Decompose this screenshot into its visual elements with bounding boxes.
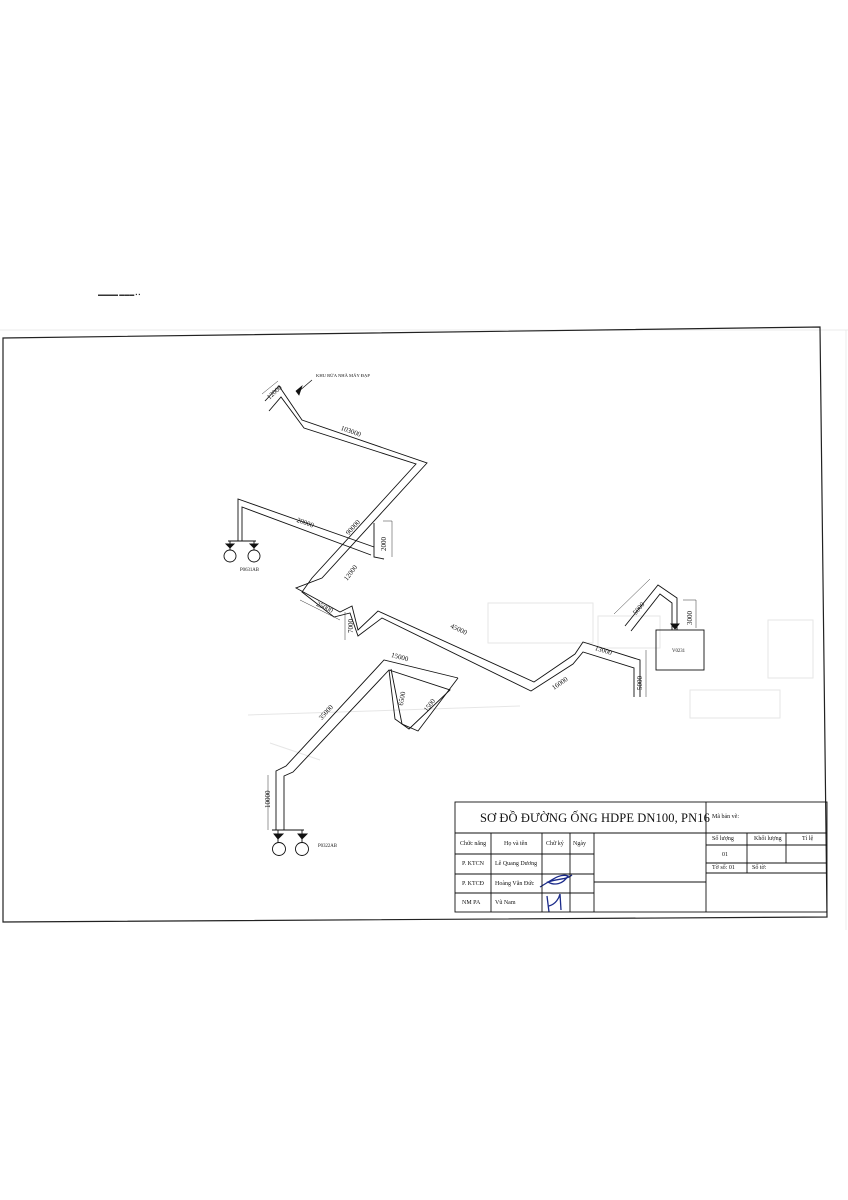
- pipe-lower-outer: [275, 659, 459, 830]
- quantity-value: 01: [722, 852, 728, 858]
- header-function: Chức năng: [460, 841, 487, 847]
- dim-7000: 7000: [347, 619, 355, 633]
- row-name-vu-nam: Vũ Nam: [495, 900, 516, 906]
- show-through-marks: [247, 602, 814, 761]
- row-role-nm-pa: NM PA: [462, 900, 481, 906]
- pipe-v0231-inner: [630, 593, 673, 632]
- weight-label: Khối lượng: [754, 836, 782, 842]
- pump-p0631-a: [223, 549, 237, 563]
- dimension-lines: [261, 380, 697, 830]
- label-washing-area: KHU RỬA NHÀ MÁY ĐẠP: [316, 373, 370, 378]
- title-block-grid: [454, 801, 828, 913]
- label-p0631ab: P0631AB: [240, 568, 259, 573]
- signatures: [539, 874, 573, 913]
- row-name-hoang-van-duc: Hoàng Văn Đức: [495, 881, 535, 887]
- pipe-lower-inner: [283, 669, 451, 830]
- dim-5000-vertical: 5000: [636, 676, 644, 690]
- sheet-number-label: Tờ số: 01: [712, 865, 735, 871]
- pipe-lower-loop: [390, 668, 459, 732]
- tank-v0231: [655, 623, 705, 671]
- pipe-main-outer: [264, 385, 641, 697]
- header-date: Ngày: [573, 841, 586, 847]
- outlet-arrow: [295, 379, 313, 396]
- row-name-le-quang-duong: Lê Quang Dương: [495, 861, 538, 867]
- pump-p0631-b: [247, 549, 261, 563]
- header-signature: Chữ ký: [546, 841, 564, 847]
- pipe-branch-20000-outer: [237, 498, 375, 548]
- pump-p0322-a: [272, 842, 286, 856]
- row-role-ktcd: P. KTCĐ: [462, 881, 485, 887]
- header-name: Họ và tên: [504, 841, 528, 847]
- total-sheets-label: Số tờ:: [752, 865, 767, 871]
- signature-hoang-van-duc: [539, 874, 573, 888]
- quantity-label: Số lượng: [712, 836, 734, 842]
- dim-10000: 10000: [264, 790, 272, 809]
- pump-group-p0322: [272, 829, 309, 856]
- dim-3000: 3000: [686, 611, 694, 625]
- signature-vu-nam: [546, 893, 562, 913]
- pipe-branch-20000-inner: [241, 506, 372, 556]
- drawing-code-label: Mã bản vẽ:: [712, 814, 739, 820]
- drawing-title: SƠ ĐỒ ĐƯỜNG ỐNG HDPE DN100, PN16: [480, 811, 710, 825]
- label-v0231: V0231: [672, 649, 686, 654]
- scale-label: Tỉ lệ: [802, 836, 814, 842]
- scan-header-marks: ▬▬▬▬ ▬▬▬ ▪ ▪: [98, 293, 141, 298]
- label-p0322ab: P0322AB: [318, 844, 337, 849]
- pipe-main-inner: [268, 396, 635, 697]
- pipe-riser-2000: [373, 523, 385, 560]
- pipe-runs: [237, 385, 678, 830]
- pipe-v0231-outer: [624, 584, 678, 630]
- dim-2000: 2000: [380, 537, 388, 551]
- row-role-ktcn: P. KTCN: [462, 861, 485, 867]
- pump-group-p0631: [223, 540, 261, 563]
- pump-p0322-b: [295, 842, 309, 856]
- sheet-border: [2, 326, 828, 923]
